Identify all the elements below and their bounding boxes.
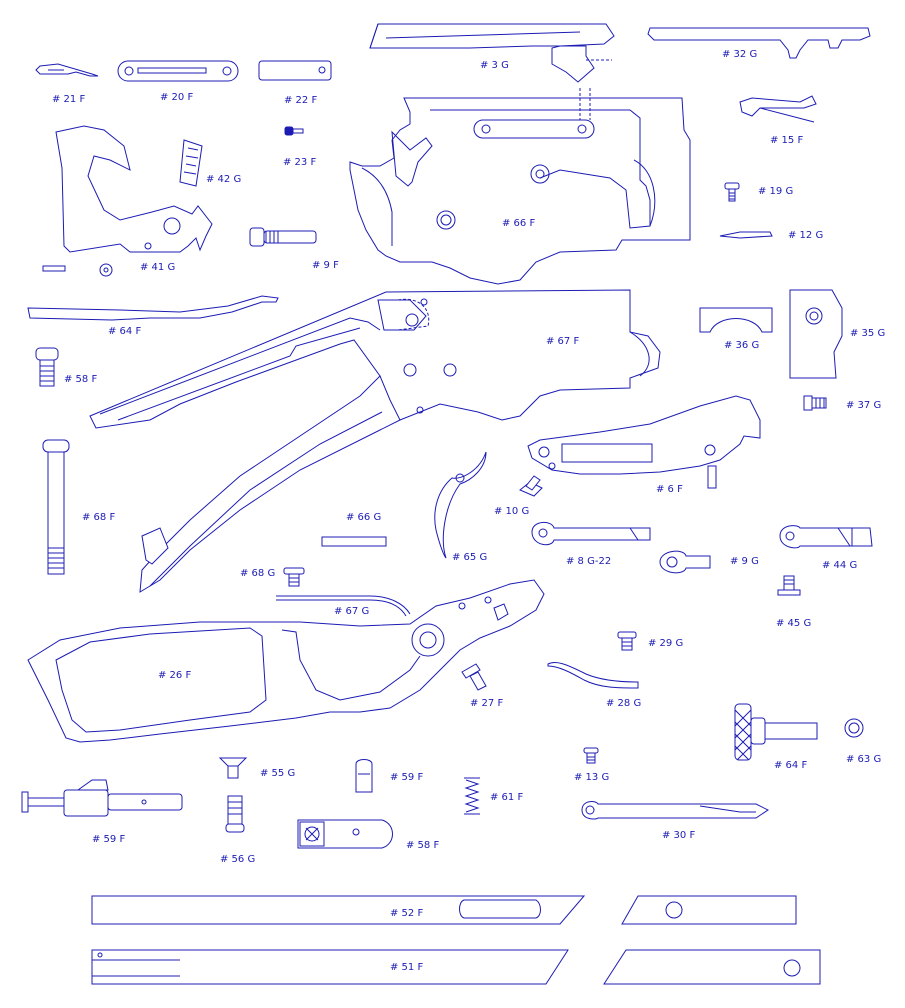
label-68f: # 68 F (82, 512, 115, 523)
label-32g: # 32 G (722, 49, 757, 60)
part-8g22-drawing (531, 522, 651, 546)
label-10g: # 10 G (494, 506, 529, 517)
part-26f-drawing (27, 579, 545, 743)
label-13g: # 13 G (574, 772, 609, 783)
part-23f-drawing (284, 126, 304, 136)
part-68f-drawing (42, 439, 70, 575)
label-59f-small: # 59 F (390, 772, 423, 783)
part-45g-drawing (777, 575, 801, 596)
part-58f-screw-drawing (35, 347, 59, 387)
part-61f-drawing (464, 777, 480, 815)
label-9f: # 9 F (312, 260, 339, 271)
part-67f-drawing (89, 289, 661, 593)
part-6f-drawing (527, 395, 761, 489)
label-67g: # 67 G (334, 606, 369, 617)
label-37g: # 37 G (846, 400, 881, 411)
part-27f-drawing (461, 663, 487, 691)
part-44g-drawing (779, 525, 873, 549)
part-32g-drawing (647, 27, 871, 59)
label-41g: # 41 G (140, 262, 175, 273)
label-65g: # 65 G (452, 552, 487, 563)
label-52f: # 52 F (390, 908, 423, 919)
label-27f: # 27 F (470, 698, 503, 709)
label-64f-knob: # 64 F (774, 760, 807, 771)
part-59f-plunger-drawing (21, 779, 183, 817)
label-67f: # 67 F (546, 336, 579, 347)
part-56g-drawing (225, 795, 245, 833)
label-30f: # 30 F (662, 830, 695, 841)
part-37g-drawing (803, 395, 827, 411)
label-12g: # 12 G (788, 230, 823, 241)
part-52f-drawing (91, 895, 797, 925)
label-35g: # 35 G (850, 328, 885, 339)
label-26f: # 26 F (158, 670, 191, 681)
part-13g-drawing (583, 747, 599, 764)
part-28g-drawing (547, 661, 639, 689)
label-36g: # 36 G (724, 340, 759, 351)
label-66f: # 66 F (502, 218, 535, 229)
label-61f: # 61 F (490, 792, 523, 803)
label-64f-spring: # 64 F (108, 326, 141, 337)
part-51f-drawing (91, 949, 821, 985)
part-10g-drawing (519, 475, 543, 497)
part-9f-drawing (249, 227, 317, 247)
label-59f-plunger: # 59 F (92, 834, 125, 845)
label-20f: # 20 F (160, 92, 193, 103)
part-30f-drawing (581, 801, 769, 820)
part-36g-drawing (699, 307, 773, 333)
part-68g-drawing (283, 567, 305, 587)
label-28g: # 28 G (606, 698, 641, 709)
part-20f-drawing (117, 60, 239, 82)
label-58f-block: # 58 F (406, 840, 439, 851)
label-63g: # 63 G (846, 754, 881, 765)
label-56g: # 56 G (220, 854, 255, 865)
part-29g-drawing (617, 631, 637, 651)
part-22f-drawing (258, 60, 332, 81)
part-35g-drawing (789, 289, 843, 379)
part-12g-drawing (719, 231, 773, 239)
label-42g: # 42 G (206, 174, 241, 185)
part-19g-drawing (724, 182, 740, 202)
label-15f: # 15 F (770, 135, 803, 146)
label-29g: # 29 G (648, 638, 683, 649)
part-3g-drawing (369, 23, 615, 83)
label-21f: # 21 F (52, 94, 85, 105)
label-58f-screw: # 58 F (64, 374, 97, 385)
label-9g: # 9 G (730, 556, 759, 567)
part-42g-drawing (179, 139, 203, 187)
label-55g: # 55 G (260, 768, 295, 779)
part-58f-block-drawing (297, 819, 393, 849)
part-64f-knob-drawing (734, 703, 818, 761)
part-41g-drawing (42, 125, 213, 277)
label-3g: # 3 G (480, 60, 509, 71)
part-15f-drawing (739, 95, 817, 123)
label-51f: # 51 F (390, 962, 423, 973)
label-66g: # 66 G (346, 512, 381, 523)
part-67g-drawing (276, 595, 411, 617)
part-21f-drawing (35, 63, 99, 77)
label-44g: # 44 G (822, 560, 857, 571)
part-9g-drawing (659, 550, 711, 574)
label-6f: # 6 F (656, 484, 683, 495)
label-68g: # 68 G (240, 568, 275, 579)
label-45g: # 45 G (776, 618, 811, 629)
label-23f: # 23 F (283, 157, 316, 168)
label-8g22: # 8 G-22 (566, 556, 611, 567)
label-19g: # 19 G (758, 186, 793, 197)
part-63g-drawing (844, 718, 864, 738)
label-22f: # 22 F (284, 95, 317, 106)
part-65g-drawing (434, 451, 487, 559)
part-55g-drawing (218, 757, 248, 779)
part-59f-small-drawing (355, 759, 373, 793)
part-64f-spring-drawing (27, 295, 279, 321)
part-66g-drawing (321, 536, 387, 547)
part-66f-drawing (349, 88, 691, 285)
